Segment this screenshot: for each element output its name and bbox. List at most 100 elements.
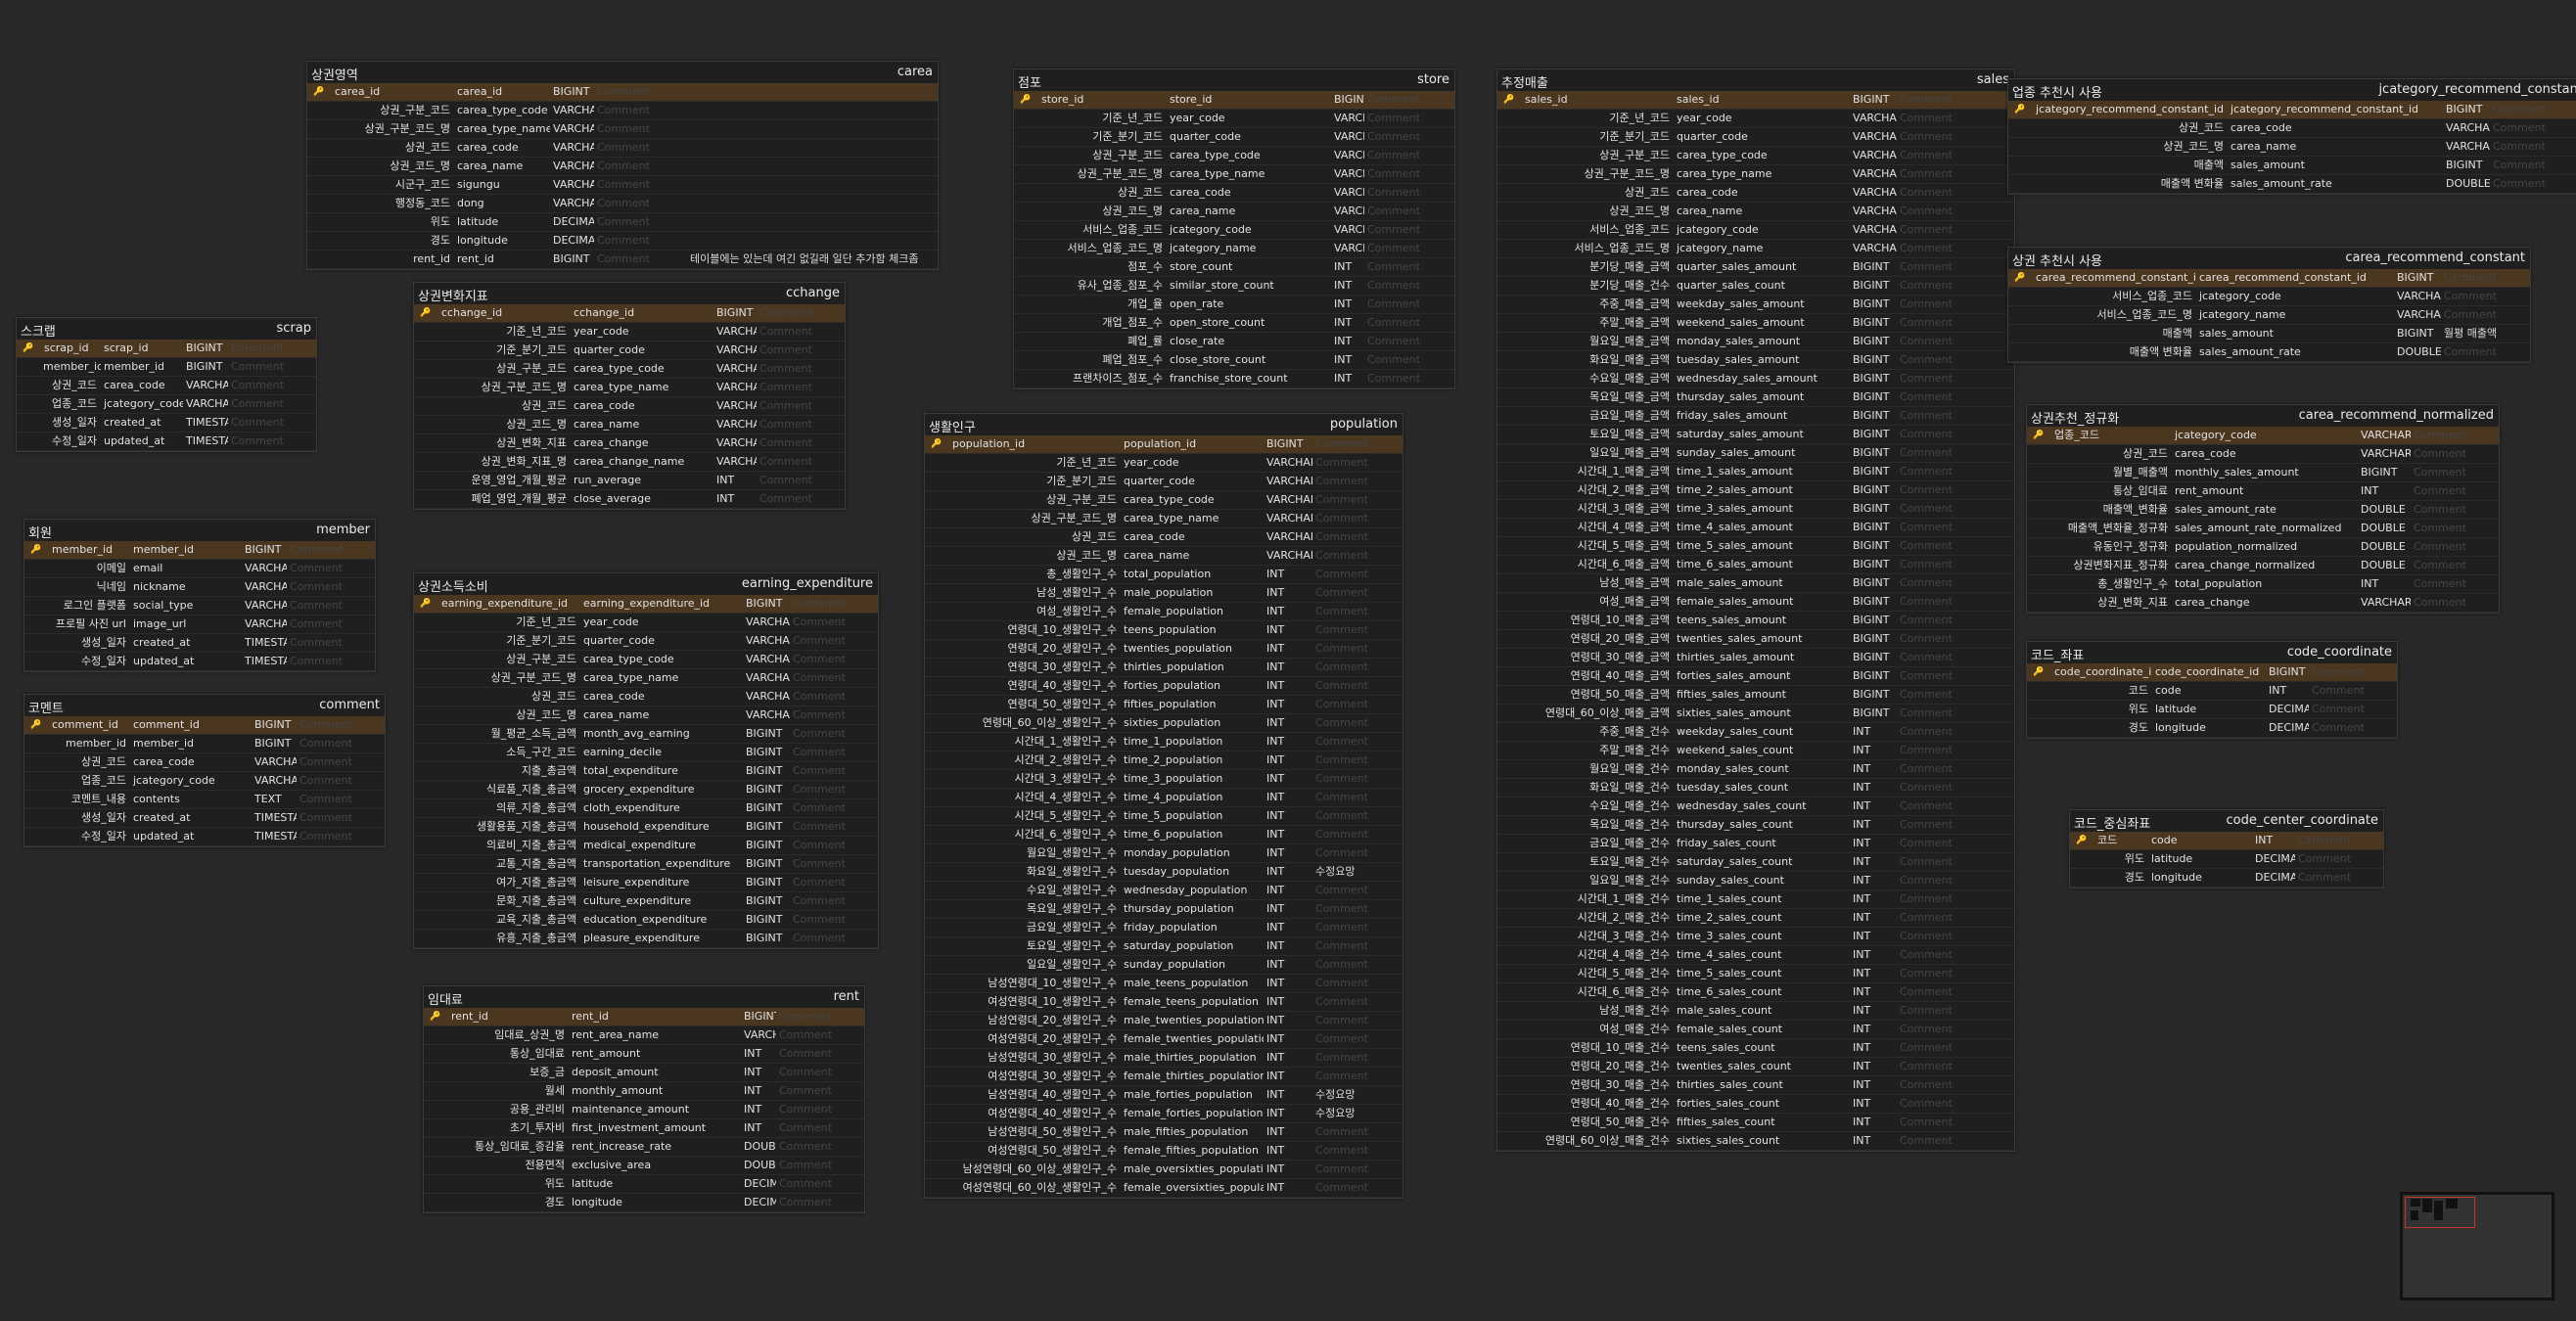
data-type[interactable]: TIMESTAMP bbox=[254, 811, 297, 824]
physical-column-name[interactable]: contents bbox=[133, 793, 180, 805]
logical-column-name[interactable]: code_coordinate_id bbox=[2054, 665, 2152, 678]
logical-column-name[interactable]: 상권_코드 bbox=[81, 755, 126, 768]
column-comment-placeholder[interactable]: Comment bbox=[231, 379, 284, 391]
data-type[interactable]: VARCHAR bbox=[254, 774, 297, 787]
logical-column-name[interactable]: 초기_투자비 bbox=[509, 1121, 565, 1134]
column-comment-placeholder[interactable]: Comment bbox=[2414, 429, 2466, 441]
column-comment-placeholder[interactable]: Comment bbox=[759, 436, 812, 449]
physical-column-name[interactable]: tuesday_sales_amount bbox=[1677, 353, 1800, 366]
logical-column-name[interactable]: 월_평균_소득_금액 bbox=[490, 727, 576, 740]
data-type[interactable]: VARCHAR bbox=[716, 343, 757, 356]
data-type[interactable]: DECIMAL(18,10) bbox=[2255, 871, 2295, 884]
logical-column-name[interactable]: 닉네임 bbox=[96, 580, 126, 593]
data-type[interactable]: VARCHAR bbox=[553, 178, 594, 191]
column-comment-placeholder[interactable]: Comment bbox=[1315, 846, 1368, 859]
column-comment-placeholder[interactable]: Comment bbox=[1315, 1144, 1368, 1157]
physical-column-name[interactable]: saturday_population bbox=[1124, 939, 1234, 952]
physical-column-name[interactable]: quarter_sales_amount bbox=[1677, 260, 1797, 273]
physical-column-name[interactable]: quarter_code bbox=[1677, 130, 1748, 143]
physical-column-name[interactable]: friday_sales_amount bbox=[1677, 409, 1788, 422]
physical-column-name[interactable]: latitude bbox=[2151, 852, 2193, 865]
physical-column-name[interactable]: carea_id bbox=[457, 85, 503, 98]
physical-column-name[interactable]: carea_code bbox=[1170, 186, 1231, 199]
data-type[interactable]: BIGINT bbox=[746, 820, 783, 833]
physical-column-name[interactable]: culture_expenditure bbox=[583, 894, 692, 907]
physical-column-name[interactable]: similar_store_count bbox=[1170, 279, 1274, 292]
data-type[interactable]: INT bbox=[1266, 1107, 1285, 1119]
physical-column-name[interactable]: store_id bbox=[1170, 93, 1213, 106]
column-row[interactable]: 상권_구분_코드_명carea_type_nameVARCHAR(255)Com… bbox=[1497, 165, 2014, 184]
data-type[interactable]: INT bbox=[2269, 684, 2287, 697]
column-comment-placeholder[interactable]: Comment bbox=[1900, 260, 1953, 273]
data-type[interactable]: INT bbox=[1853, 967, 1871, 979]
data-type[interactable]: DECIMAL(18,10) bbox=[2269, 721, 2309, 734]
physical-column-name[interactable]: year_code bbox=[1124, 456, 1179, 469]
physical-column-name[interactable]: forties_sales_count bbox=[1677, 1097, 1780, 1110]
column-comment-placeholder[interactable]: Comment bbox=[1900, 651, 1953, 663]
logical-column-name[interactable]: 개업_율 bbox=[1127, 297, 1163, 310]
logical-column-name[interactable]: cchange_id bbox=[441, 306, 503, 319]
physical-column-name[interactable]: jcategory_code bbox=[1677, 223, 1759, 236]
column-comment-placeholder[interactable]: Comment bbox=[290, 580, 343, 593]
column-comment[interactable] bbox=[687, 213, 938, 231]
logical-column-name[interactable]: 매출액_변화율_정규화 bbox=[2067, 522, 2168, 534]
logical-column-name[interactable]: 상권_코드_명 bbox=[1102, 205, 1163, 217]
column-comment-placeholder[interactable]: Comment bbox=[1367, 316, 1420, 329]
column-comment[interactable]: 수정요망 bbox=[1315, 1107, 1356, 1119]
data-type[interactable]: BIGINT bbox=[746, 783, 783, 796]
data-type[interactable]: BIGINT bbox=[1853, 688, 1890, 701]
logical-column-name[interactable]: 위도 bbox=[2128, 703, 2148, 715]
logical-column-name[interactable]: 통상_임대료 bbox=[509, 1047, 565, 1060]
data-type[interactable]: VARCHAR bbox=[1266, 530, 1312, 543]
data-type[interactable]: BIGINT bbox=[2269, 665, 2306, 678]
data-type[interactable]: VARCHAR bbox=[2361, 596, 2411, 609]
data-type[interactable]: BIGINT bbox=[1853, 558, 1890, 570]
logical-column-name[interactable]: 금요일_매출_건수 bbox=[1589, 837, 1670, 849]
physical-column-name[interactable]: updated_at bbox=[104, 434, 165, 447]
physical-column-name[interactable]: carea_code bbox=[2175, 447, 2236, 460]
logical-column-name[interactable]: 월별_매출액 bbox=[2112, 466, 2168, 478]
column-comment-placeholder[interactable]: Comment bbox=[1900, 669, 1953, 682]
physical-column-name[interactable]: carea_name bbox=[1677, 205, 1743, 217]
column-comment-placeholder[interactable]: Comment bbox=[1900, 967, 1953, 979]
physical-column-name[interactable]: male_sales_amount bbox=[1677, 576, 1783, 589]
column-comment-placeholder[interactable]: Comment bbox=[1900, 149, 1953, 161]
column-row[interactable]: 통상_임대료_증감율rent_increase_rateDOUBLECommen… bbox=[424, 1138, 864, 1157]
logical-column-name[interactable]: 월요일_생활인구_수 bbox=[1027, 846, 1117, 859]
data-type[interactable]: BIGINT bbox=[1853, 595, 1890, 608]
data-type[interactable]: INT bbox=[1853, 1023, 1871, 1035]
logical-column-name[interactable]: comment_id bbox=[52, 718, 118, 731]
logical-column-name[interactable]: 분기당_매출_금액 bbox=[1589, 260, 1670, 273]
logical-column-name[interactable]: 연령대_40_생활인구_수 bbox=[1007, 679, 1117, 692]
physical-column-name[interactable]: longitude bbox=[2151, 871, 2202, 884]
data-type[interactable]: INT bbox=[1266, 586, 1285, 599]
physical-column-name[interactable]: rent_area_name bbox=[572, 1028, 660, 1041]
column-comment-placeholder[interactable]: Comment bbox=[2493, 103, 2546, 115]
data-type[interactable]: VARCHAR bbox=[1266, 475, 1312, 487]
data-type[interactable]: BIGINT bbox=[746, 597, 783, 610]
physical-column-name[interactable]: male_forties_population bbox=[1124, 1088, 1253, 1101]
data-type[interactable]: BIGINT bbox=[186, 342, 223, 354]
